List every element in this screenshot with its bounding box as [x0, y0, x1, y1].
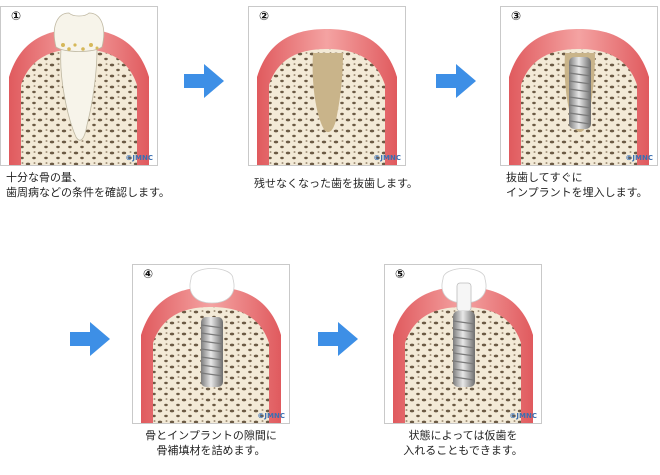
caption-line: 骨補填材を詰めます。: [156, 444, 266, 457]
extraction-socket-illustration: [249, 7, 405, 165]
step-2-panel: ② ©JMNC: [248, 6, 406, 166]
implant-placement-illustration: [501, 7, 657, 165]
step-3-caption: 抜歯してすぐに インプラントを埋入します。: [506, 170, 648, 200]
step-3-panel: ③ ©JMNC: [500, 6, 658, 166]
step-1-caption: 十分な骨の量、 歯周病などの条件を確認します。: [6, 170, 170, 200]
step-1-panel: ① ©JMNC: [0, 6, 158, 166]
caption-line: 入れることもできます。: [403, 444, 523, 457]
step-number: ①: [11, 9, 22, 23]
copyright-mark: ©JMNC: [125, 154, 153, 162]
copyright-mark: ©JMNC: [257, 412, 285, 420]
arrow-right-icon: [70, 322, 110, 356]
caption-line: 十分な骨の量、: [6, 171, 83, 184]
step-4-panel: ④ ©JMNC: [132, 264, 290, 424]
caption-line: インプラントを埋入します。: [506, 186, 648, 199]
step-4-caption: 骨とインプラントの隙間に 骨補填材を詰めます。: [118, 428, 304, 458]
temporary-crown-illustration: [393, 268, 533, 423]
copyright-mark: ©JMNC: [625, 154, 653, 162]
caption-line: 残せなくなった歯を抜歯します。: [254, 177, 418, 190]
natural-tooth-illustration: [1, 12, 157, 165]
step-number: ②: [259, 9, 270, 23]
step-5-caption: 状態によっては仮歯を 入れることもできます。: [370, 428, 556, 458]
caption-line: 状態によっては仮歯を: [408, 429, 518, 442]
step-number: ④: [143, 267, 154, 281]
arrow-right-icon: [184, 64, 224, 98]
caption-line: 歯周病などの条件を確認します。: [6, 186, 170, 199]
bone-graft-illustration: [141, 268, 281, 423]
arrow-right-icon: [436, 64, 476, 98]
copyright-mark: ©JMNC: [373, 154, 401, 162]
caption-line: 骨とインプラントの隙間に: [145, 429, 277, 442]
caption-line: 抜歯してすぐに: [506, 171, 583, 184]
step-2-caption: 残せなくなった歯を抜歯します。: [254, 176, 418, 191]
step-5-panel: ⑤ ©JMNC: [384, 264, 542, 424]
step-number: ③: [511, 9, 522, 23]
copyright-mark: ©JMNC: [509, 412, 537, 420]
arrow-right-icon: [318, 322, 358, 356]
step-number: ⑤: [395, 267, 406, 281]
